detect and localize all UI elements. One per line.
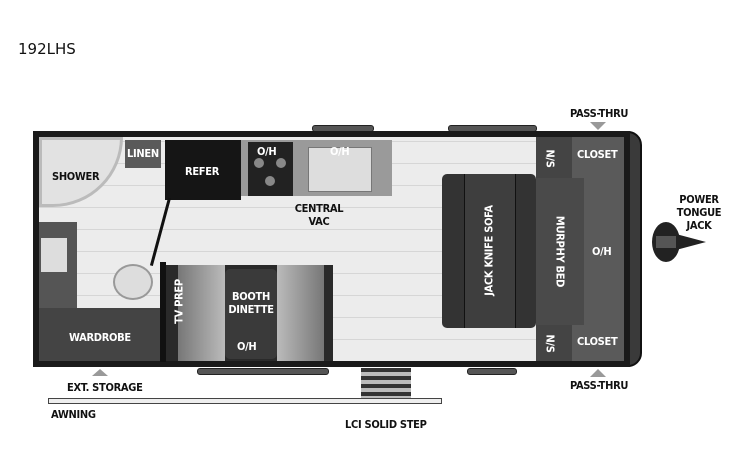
bathroom-sink xyxy=(41,238,67,272)
closet-top xyxy=(572,137,624,178)
tongue-jack-icon xyxy=(648,222,708,262)
sofa-cushion xyxy=(464,174,516,328)
refer-label: REFER xyxy=(185,165,220,178)
dinette-bench-left xyxy=(178,265,225,361)
dinette xyxy=(166,265,333,361)
sink-oh-label: O/H xyxy=(330,145,350,158)
window-bottom-2 xyxy=(467,368,517,375)
arrow-down-icon xyxy=(590,122,606,130)
nightstand-top xyxy=(536,137,572,178)
stove-oh-label: O/H xyxy=(257,145,277,158)
kitchen-sink xyxy=(308,147,372,192)
linen-label: LINEN xyxy=(127,147,159,160)
bathroom-vanity xyxy=(39,222,77,308)
closet-top-label: CLOSET xyxy=(577,148,618,161)
burner-icon xyxy=(254,158,264,168)
step-label: LCI SOLID STEP xyxy=(345,418,427,431)
stove xyxy=(248,142,293,196)
linen xyxy=(125,140,161,168)
murphy-bed xyxy=(536,178,584,325)
pass-thru-bottom-label: PASS-THRU xyxy=(570,379,629,392)
ns-top-label: N/S xyxy=(543,149,557,168)
murphy-bed-label: MURPHY BED xyxy=(553,215,567,288)
closet-bottom-label: CLOSET xyxy=(577,335,618,348)
shower-label: SHOWER xyxy=(52,170,100,183)
ext-storage-label: EXT. STORAGE xyxy=(67,381,143,394)
ns-bottom-label: N/S xyxy=(543,334,557,353)
refrigerator xyxy=(165,140,241,200)
tv-prep-label: TV PREP xyxy=(172,279,186,324)
window-bottom-1 xyxy=(197,368,329,375)
toilet xyxy=(113,264,153,300)
burner-icon xyxy=(265,176,275,186)
power-tongue-jack-label: POWER TONGUE JACK xyxy=(676,193,722,232)
arrow-up-icon xyxy=(590,369,606,377)
jack-knife-sofa xyxy=(442,174,536,328)
central-vac-label: CENTRAL VAC xyxy=(294,202,344,228)
closet-bottom xyxy=(572,325,624,361)
dinette-table xyxy=(225,269,277,359)
bed-overhead xyxy=(584,178,624,325)
nightstand-bottom xyxy=(536,325,572,361)
arrow-up-icon xyxy=(92,369,108,376)
awning-label: AWNING xyxy=(51,408,96,421)
burner-icon xyxy=(276,158,286,168)
dinette-bench-right xyxy=(277,265,324,361)
wardrobe-label: WARDROBE xyxy=(69,331,131,344)
booth-dinette-label: BOOTH DINETTE xyxy=(228,290,274,316)
dinette-oh-label: O/H xyxy=(237,340,257,353)
wardrobe xyxy=(39,308,160,361)
model-title: 192LHS xyxy=(18,40,76,58)
sofa-label: JACK KNIFE SOFA xyxy=(482,205,496,296)
pass-thru-top-label: PASS-THRU xyxy=(570,107,629,120)
awning xyxy=(48,398,442,404)
bed-oh-label: O/H xyxy=(592,245,612,258)
interior-wall xyxy=(160,262,166,362)
